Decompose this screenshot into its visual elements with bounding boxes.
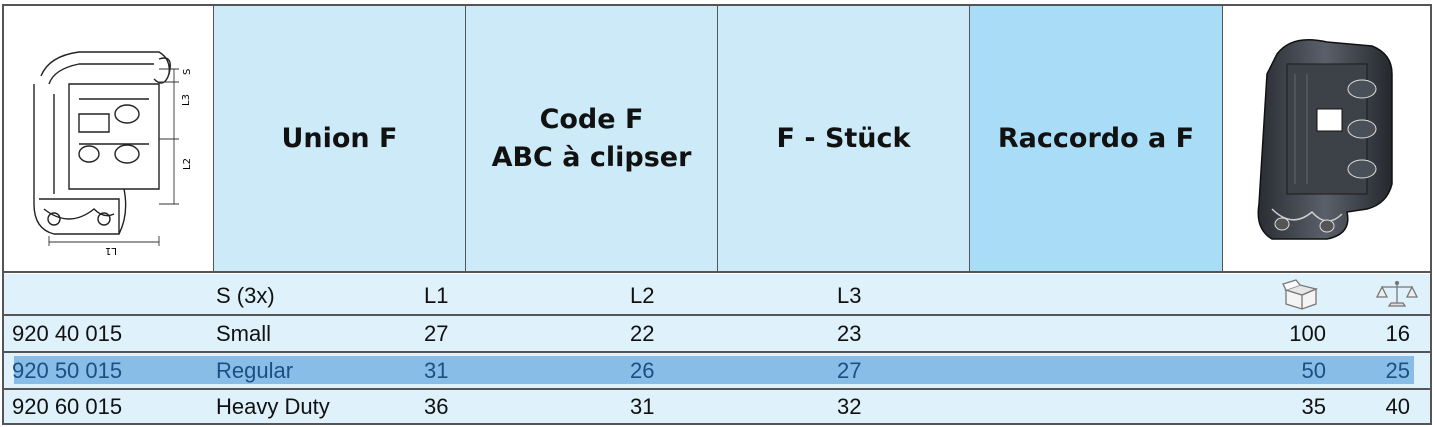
l3-value: 32 xyxy=(837,394,862,419)
row-divider-1 xyxy=(4,314,1431,316)
header-divider xyxy=(4,271,1431,273)
quantity-value: 100 xyxy=(1289,321,1326,346)
column-label-l1: L1 xyxy=(424,283,449,308)
l2-value: 26 xyxy=(630,358,655,383)
product-photo-icon xyxy=(1257,38,1393,240)
size-value: Regular xyxy=(216,358,294,383)
article-code: 920 40 015 xyxy=(12,321,123,346)
header-title-code-f: Code F ABC à clipser xyxy=(491,103,692,173)
column-label-s: S (3x) xyxy=(216,283,275,308)
technical-drawing: S L3 L2 L1 xyxy=(4,6,214,271)
header-title-raccordo: Raccordo a F xyxy=(997,122,1195,154)
column-label-l3: L3 xyxy=(837,283,862,308)
weight-value: 16 xyxy=(1385,321,1410,346)
product-photo xyxy=(1223,6,1431,271)
table-header-row: S (3x) L1 L2 L3 xyxy=(4,274,1431,314)
drawing-label-l1: L1 xyxy=(105,245,117,256)
row-highlight xyxy=(14,356,1414,384)
column-label-l2: L2 xyxy=(630,283,655,308)
header-cell-f-stueck: F - Stück xyxy=(718,6,970,271)
weight-value: 40 xyxy=(1385,394,1410,419)
l3-value: 23 xyxy=(837,321,862,346)
quantity-value: 50 xyxy=(1301,358,1326,383)
row-divider-2 xyxy=(4,351,1431,353)
article-code: 920 50 015 xyxy=(12,358,123,383)
size-value: Small xyxy=(216,321,272,346)
l3-value: 27 xyxy=(837,358,862,383)
row-divider-3 xyxy=(4,388,1431,390)
table-row: 920 60 015 Heavy Duty 36 31 32 35 40 xyxy=(4,390,1431,425)
drawing-label-s: S xyxy=(182,68,193,74)
l2-value: 31 xyxy=(630,394,655,419)
header-cell-raccordo: Raccordo a F xyxy=(970,6,1223,271)
article-code: 920 60 015 xyxy=(12,394,123,419)
outer-frame xyxy=(2,4,1432,425)
quantity-value: 35 xyxy=(1301,394,1326,419)
table-row: 920 40 015 Small 27 22 23 100 16 xyxy=(4,316,1431,351)
l1-value: 36 xyxy=(424,394,449,419)
drawing-label-l2: L2 xyxy=(182,158,193,170)
weight-value: 25 xyxy=(1385,358,1410,383)
header-cell-union-f: Union F xyxy=(214,6,466,271)
header-title-f-stueck: F - Stück xyxy=(776,122,911,154)
fitting-drawing-icon: S L3 L2 L1 xyxy=(32,50,193,256)
header-cell-code-f: Code F ABC à clipser xyxy=(466,6,718,271)
l1-value: 27 xyxy=(424,321,449,346)
drawing-label-l3: L3 xyxy=(181,94,192,106)
scale-icon xyxy=(1376,280,1418,307)
size-value: Heavy Duty xyxy=(216,394,330,419)
l2-value: 22 xyxy=(630,321,655,346)
header-band: S L3 L2 L1 Union F Code F ABC à clipser … xyxy=(4,6,1431,271)
table-row-highlighted: 920 50 015 Regular 31 26 27 50 25 xyxy=(4,353,1431,388)
box-icon xyxy=(1282,279,1319,310)
l1-value: 31 xyxy=(424,358,449,383)
header-title-union-f: Union F xyxy=(281,122,398,154)
